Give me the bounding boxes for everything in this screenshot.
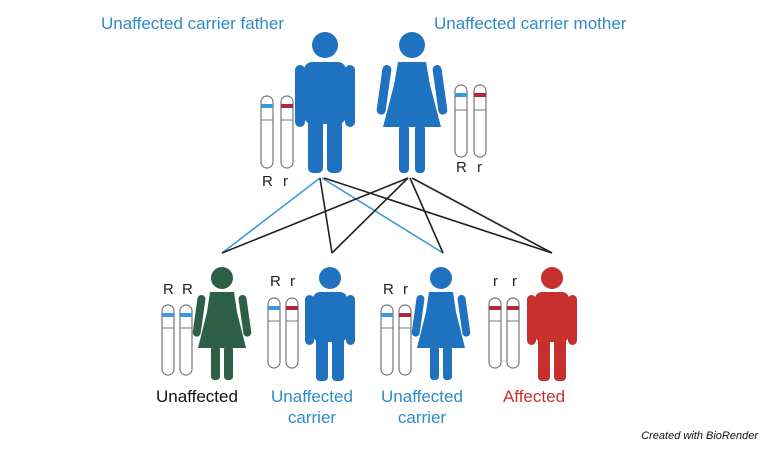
line-father-child1 — [221, 177, 321, 254]
child2-chromosomes — [267, 297, 299, 369]
line-father-child3 — [321, 177, 444, 254]
child4-allele-2: r — [512, 273, 517, 290]
mother-allele-1: R — [456, 159, 467, 176]
line-father-child2 — [319, 177, 333, 254]
mother-allele-2: r — [477, 159, 482, 176]
child2-label-line1: Unaffected — [271, 387, 353, 406]
child1-allele-2: R — [182, 281, 193, 298]
mother-figure — [376, 32, 448, 173]
child4-figure — [527, 267, 577, 381]
child2-allele-2: r — [290, 273, 295, 290]
child2-label: Unaffected carrier — [252, 386, 372, 428]
mother-chromosomes — [454, 84, 487, 158]
father-figure — [295, 32, 355, 173]
mother-label: Unaffected carrier mother — [434, 14, 627, 33]
father-chromosomes — [260, 95, 294, 169]
child4-chromosomes — [488, 297, 520, 369]
credit-text: Created with BioRender — [641, 430, 758, 442]
child1-chromosomes — [161, 304, 193, 376]
child3-allele-2: r — [403, 281, 408, 298]
child4-label-line1: Affected — [502, 387, 566, 406]
child3-chromosomes — [380, 304, 412, 376]
child1-allele-1: R — [163, 281, 174, 298]
chromosome-recessive — [473, 84, 487, 158]
child4-label: Affected — [474, 386, 594, 407]
father-allele-2: r — [283, 173, 288, 190]
child3-allele-1: R — [383, 281, 394, 298]
child3-label: Unaffected carrier — [362, 386, 482, 428]
child2-allele-1: R — [270, 273, 281, 290]
line-father-child4 — [323, 177, 553, 254]
child4-allele-1: r — [493, 273, 498, 290]
chromosome-recessive — [280, 95, 294, 169]
line-mother-child1 — [221, 177, 409, 254]
child1-label-line1: Unaffected — [156, 387, 238, 406]
line-mother-child2 — [331, 177, 409, 254]
child1-label: Unaffected — [137, 386, 257, 407]
child3-label-line2: carrier — [397, 408, 447, 427]
child2-figure — [305, 267, 355, 381]
child1-figure — [192, 267, 252, 380]
chromosome-dominant — [454, 84, 468, 158]
inheritance-lines — [221, 177, 553, 254]
child3-figure — [411, 267, 471, 380]
father-allele-1: R — [262, 173, 273, 190]
line-mother-child3 — [409, 177, 444, 254]
child3-label-line1: Unaffected — [381, 387, 463, 406]
father-label: Unaffected carrier father — [101, 14, 284, 33]
child2-label-line2: carrier — [287, 408, 337, 427]
line-mother-child4 — [411, 177, 553, 254]
chromosome-dominant — [260, 95, 274, 169]
